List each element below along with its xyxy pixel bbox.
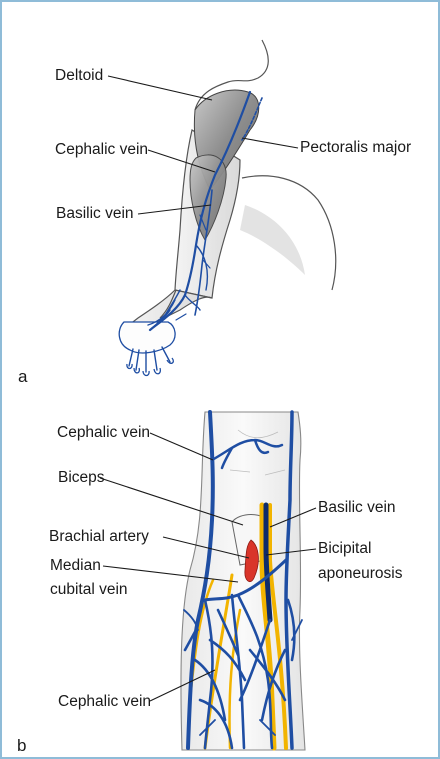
- label-bicipital-2: aponeurosis: [318, 565, 403, 582]
- label-pectoralis-major: Pectoralis major: [300, 139, 411, 156]
- label-bicipital-1: Bicipital: [318, 540, 371, 557]
- panel-b-illustration: [181, 412, 305, 750]
- panel-label-b: b: [17, 736, 26, 755]
- label-biceps: Biceps: [58, 469, 105, 486]
- label-brachial-artery: Brachial artery: [49, 528, 149, 545]
- panel-label-a: a: [18, 367, 28, 386]
- leader-pectoralis-major: [242, 138, 298, 148]
- label-median-2: cubital vein: [50, 581, 128, 598]
- leader-deltoid: [108, 76, 212, 100]
- label-deltoid: Deltoid: [55, 67, 103, 84]
- panel-a-illustration: [119, 40, 336, 376]
- label-basilic-vein-a: Basilic vein: [56, 205, 134, 222]
- label-cephalic-vein-a: Cephalic vein: [55, 141, 148, 158]
- label-cephalic-vein-bottom: Cephalic vein: [58, 693, 151, 710]
- label-median-1: Median: [50, 557, 101, 574]
- label-cephalic-vein-top: Cephalic vein: [57, 424, 150, 441]
- label-basilic-vein-b: Basilic vein: [318, 499, 396, 516]
